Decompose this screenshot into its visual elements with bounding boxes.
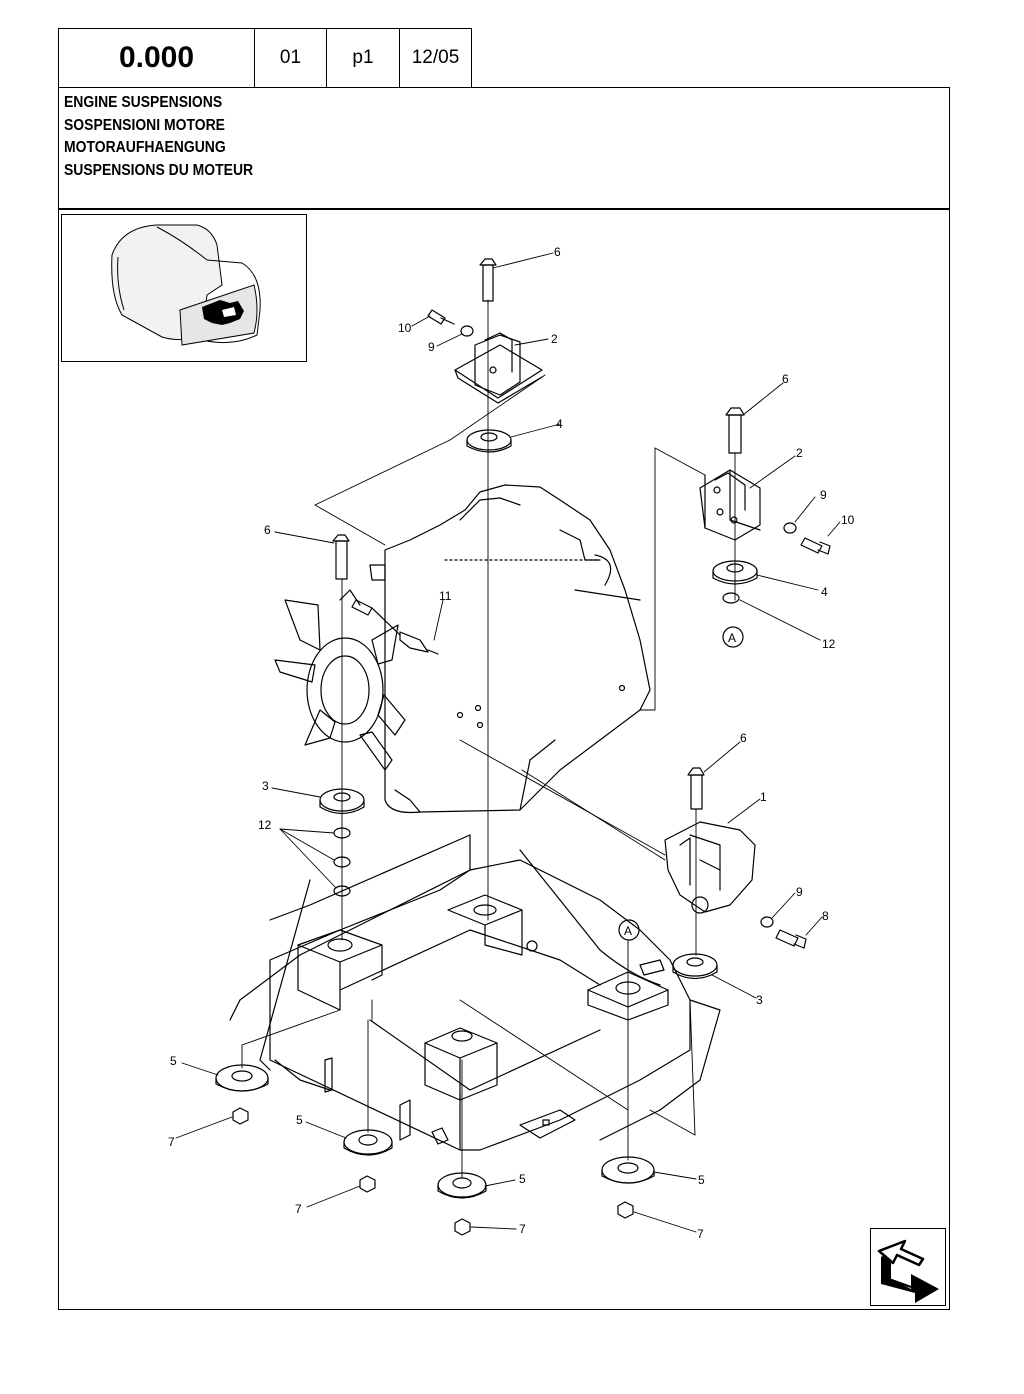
callout-1: 1	[760, 790, 767, 804]
callout-5: 5	[519, 1172, 526, 1186]
chassis-frame	[229, 834, 721, 1151]
machine-location-thumbnail	[61, 214, 307, 362]
callout-5: 5	[296, 1113, 303, 1127]
leader-lines	[175, 252, 841, 1233]
callout-10: 10	[841, 513, 855, 527]
callout-7: 7	[697, 1227, 704, 1241]
callout-5: 5	[698, 1173, 705, 1187]
callout-4: 4	[821, 585, 828, 599]
right-lower-mount-bracket	[664, 767, 807, 980]
callout-12: 12	[258, 818, 272, 832]
reference-a-circle-upper	[722, 626, 744, 648]
callout-3: 3	[756, 993, 763, 1007]
assembly-lines	[241, 299, 736, 1179]
callout-8: 8	[822, 909, 829, 923]
callout-labels: 6 2 4 10 9 6 2 9 10 4 12 A 6 11 6 1 3 12…	[168, 245, 855, 1241]
callout-6: 6	[264, 523, 271, 537]
callout-3: 3	[262, 779, 269, 793]
callout-9: 9	[796, 885, 803, 899]
callout-5: 5	[170, 1054, 177, 1068]
chassis-mount-pads	[297, 894, 669, 1101]
callout-12: 12	[822, 637, 836, 651]
page-number: p1	[352, 47, 374, 68]
callout-7: 7	[295, 1202, 302, 1216]
reference-a-circle-lower	[618, 919, 640, 941]
callout-2: 2	[551, 332, 558, 346]
callout-6: 6	[740, 731, 747, 745]
next-page-arrow-icon	[877, 1239, 939, 1303]
title-en: ENGINE SUSPENSIONS	[64, 94, 223, 111]
title-fr: SUSPENSIONS DU MOTEUR	[64, 161, 254, 179]
callout-9: 9	[820, 488, 827, 502]
revision-date: 12/05	[411, 47, 460, 68]
callout-11: 11	[439, 589, 452, 603]
sensor	[351, 599, 439, 655]
callout-7: 7	[519, 1222, 526, 1236]
cooling-fan	[274, 589, 406, 771]
callout-10: 10	[398, 321, 412, 335]
right-upper-mount-bracket	[699, 407, 831, 604]
next-page-button[interactable]	[870, 1228, 946, 1306]
title-block: ENGINE SUSPENSIONS SOSPENSIONI MOTORE MO…	[58, 87, 950, 209]
engine-block	[369, 484, 651, 814]
bottom-mounts	[215, 1064, 655, 1236]
title-it: SOSPENSIONI MOTORE	[64, 116, 225, 134]
callout-6: 6	[554, 245, 561, 259]
page-code: 0.000	[118, 41, 195, 74]
reference-a-label: A	[624, 924, 632, 938]
machine-thumbnail-icon	[111, 224, 261, 346]
section-number: 01	[279, 47, 302, 68]
callout-6: 6	[782, 372, 789, 386]
callout-4: 4	[556, 417, 563, 431]
title-de: MOTORAUFHAENGUNG	[64, 139, 226, 156]
diagram-frame	[58, 209, 950, 1310]
callout-9: 9	[428, 340, 435, 354]
callout-2: 2	[796, 446, 803, 460]
upper-mount-bracket	[427, 258, 543, 453]
callout-7: 7	[168, 1135, 175, 1149]
reference-a-label: A	[728, 631, 736, 645]
